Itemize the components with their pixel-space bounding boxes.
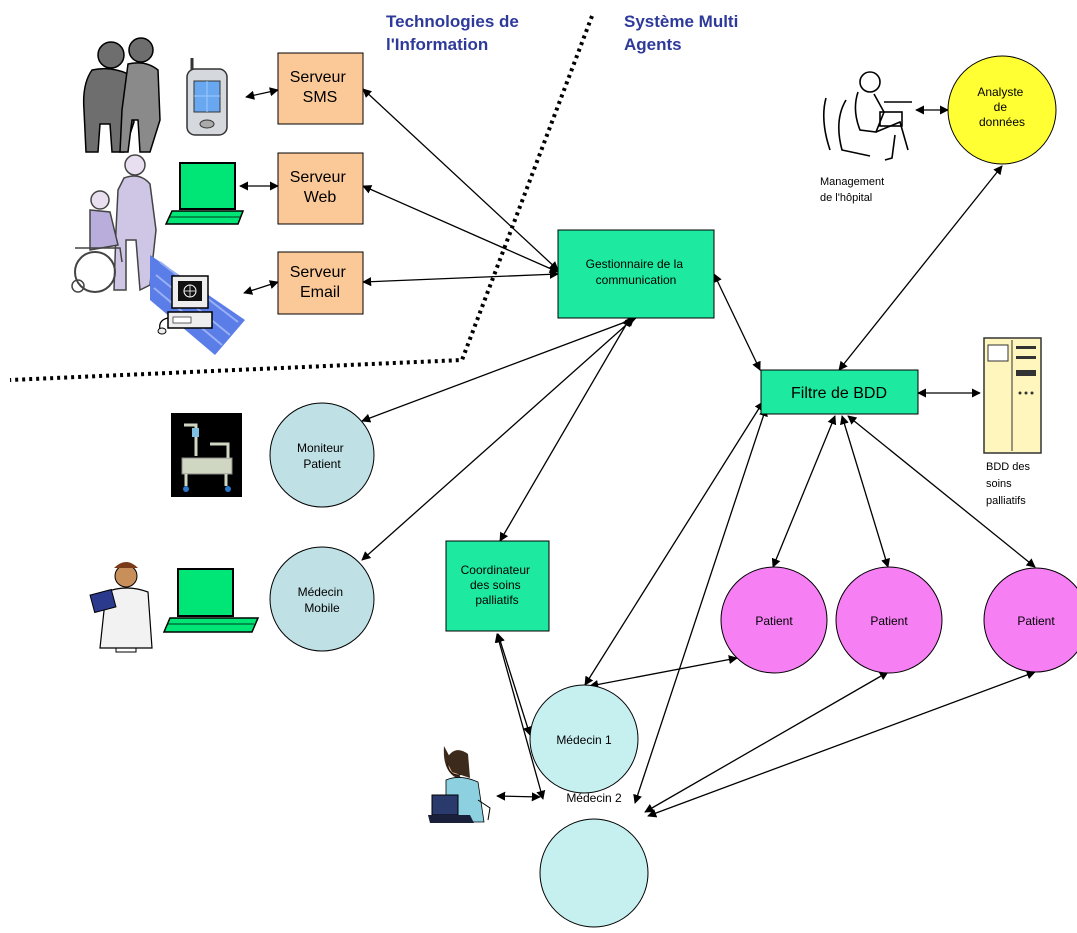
arrow-filtre-patient3	[847, 415, 1036, 568]
heading-multi-agents: Système Multi Agents	[624, 12, 743, 54]
analyste-label-3: données	[979, 115, 1025, 129]
arrow-coordinateur-medecin2	[494, 633, 546, 800]
arrow-gestionnaire-coordinateur	[499, 317, 631, 542]
heading-multi-agents-line2: Agents	[624, 35, 682, 54]
caregiver-wheelchair-icon	[71, 154, 157, 293]
svg-text:Coordinateur des soins: Coordinateur des soins palliatifs	[461, 563, 534, 607]
agent-medecin-2: Médecin 2	[539, 791, 649, 928]
caption-bdd: BDD des soins palliatifs	[986, 461, 1033, 507]
arrow-gestionnaire-medecin-mobile	[361, 317, 635, 561]
svg-text:Médecin Mobile: Médecin Mobile	[298, 585, 347, 615]
arrow-pda-sms	[245, 87, 279, 100]
laptop-icon	[164, 162, 245, 225]
agent-coordinateur: Coordinateur des soins palliatifs	[445, 540, 550, 632]
svg-text:Serveur Email: Serveur Email	[290, 264, 350, 301]
svg-text:Serveur SMS: Serveur SMS	[290, 69, 350, 106]
bdd-line-2: soins	[986, 478, 1012, 490]
medecin-2-label: Médecin 2	[566, 791, 622, 805]
server-web-label-2: Web	[304, 189, 337, 206]
heading-technologies: Technologies de l'Information	[386, 12, 524, 54]
arrow-web-gestionnaire	[362, 185, 559, 273]
arrow-email-computer-server	[243, 280, 279, 295]
patient-2-label: Patient	[870, 614, 908, 628]
heading-multi-agents-line1: Système Multi	[624, 12, 738, 31]
medecin-mobile-label-2: Mobile	[304, 601, 340, 615]
filtre-label: Filtre de BDD	[791, 385, 887, 402]
patient-3-label: Patient	[1017, 614, 1055, 628]
server-sms-label-2: SMS	[303, 89, 338, 106]
svg-text:Analyste de donnée: Analyste de données	[977, 85, 1026, 129]
manager-at-desk-icon	[822, 71, 912, 161]
agent-patient-1: Patient	[720, 566, 828, 674]
management-line-1: Management	[820, 176, 884, 188]
heading-technologies-line1: Technologies de	[386, 12, 519, 31]
server-sms: Serveur SMS	[277, 52, 364, 125]
email-computer-icon	[150, 255, 245, 355]
caption-management: Management de l'hôpital	[820, 176, 887, 204]
arrow-filtre-patient1	[771, 415, 837, 568]
hospital-bed-icon	[171, 413, 242, 497]
arrow-email-gestionnaire	[362, 269, 559, 287]
agent-medecin-1: Médecin 1	[529, 684, 639, 794]
coordinateur-label-3: palliatifs	[475, 593, 518, 607]
analyste-label-2: de	[994, 100, 1008, 114]
agent-patient-2: Patient	[835, 566, 943, 674]
agent-moniteur: Moniteur Patient	[269, 402, 375, 508]
gestionnaire-label-1: Gestionnaire de la	[586, 257, 684, 271]
pda-phone-icon	[186, 58, 228, 136]
coordinateur-label-2: des soins	[470, 578, 521, 592]
agent-medecin-mobile: Médecin Mobile	[269, 546, 375, 652]
laptop-icon	[162, 568, 260, 633]
server-sms-label-1: Serveur	[290, 69, 347, 86]
elderly-couple-icon	[82, 37, 161, 153]
coordinateur-label-1: Coordinateur	[461, 563, 530, 577]
moniteur-label-2: Patient	[303, 457, 341, 471]
agent-gestionnaire: Gestionnaire de la communication	[557, 229, 715, 319]
arrow-medecin2-patient2	[644, 671, 889, 813]
gestionnaire-label-2: communication	[596, 273, 677, 287]
svg-text:Moniteur Patient: Moniteur Patient	[297, 441, 347, 471]
arrow-gestionnaire-filtre	[713, 273, 761, 371]
svg-text:Gestionnaire de la commu: Gestionnaire de la communication	[586, 257, 687, 287]
doctor-icon	[89, 562, 153, 653]
server-email-label-2: Email	[300, 284, 340, 301]
arrow-user-medecin2	[496, 791, 541, 802]
bdd-line-1: BDD des	[986, 461, 1031, 473]
moniteur-label-1: Moniteur	[297, 441, 344, 455]
arrow-medecin2-patient3	[647, 670, 1036, 818]
bdd-line-3: palliatifs	[986, 495, 1026, 507]
arrow-medecin1-patient1	[589, 655, 738, 689]
patient-1-label: Patient	[755, 614, 793, 628]
connectors	[239, 87, 1036, 818]
database-server-icon	[983, 337, 1042, 454]
agent-patient-3: Patient	[983, 567, 1077, 673]
agent-analyste: Analyste de données	[947, 55, 1057, 165]
analyste-label-1: Analyste	[977, 85, 1023, 99]
server-web: Serveur Web	[277, 152, 364, 225]
server-email: Serveur Email	[277, 251, 364, 315]
agent-filtre: Filtre de BDD	[760, 369, 919, 415]
management-line-2: de l'hôpital	[820, 192, 872, 204]
server-web-label-1: Serveur	[290, 169, 347, 186]
svg-text:Serveur Web: Serveur Web	[290, 169, 350, 206]
arrow-analyste-filtre	[838, 165, 1003, 371]
woman-at-computer-icon	[428, 746, 491, 823]
medecin-mobile-label-1: Médecin	[298, 585, 343, 599]
arrow-coordinateur-medecin1	[496, 633, 532, 736]
arrow-filtre-patient2	[840, 415, 890, 568]
medecin-1-label: Médecin 1	[556, 733, 612, 747]
heading-technologies-line2: l'Information	[386, 35, 488, 54]
server-email-label-1: Serveur	[290, 264, 347, 281]
arrow-gestionnaire-moniteur	[361, 316, 637, 423]
